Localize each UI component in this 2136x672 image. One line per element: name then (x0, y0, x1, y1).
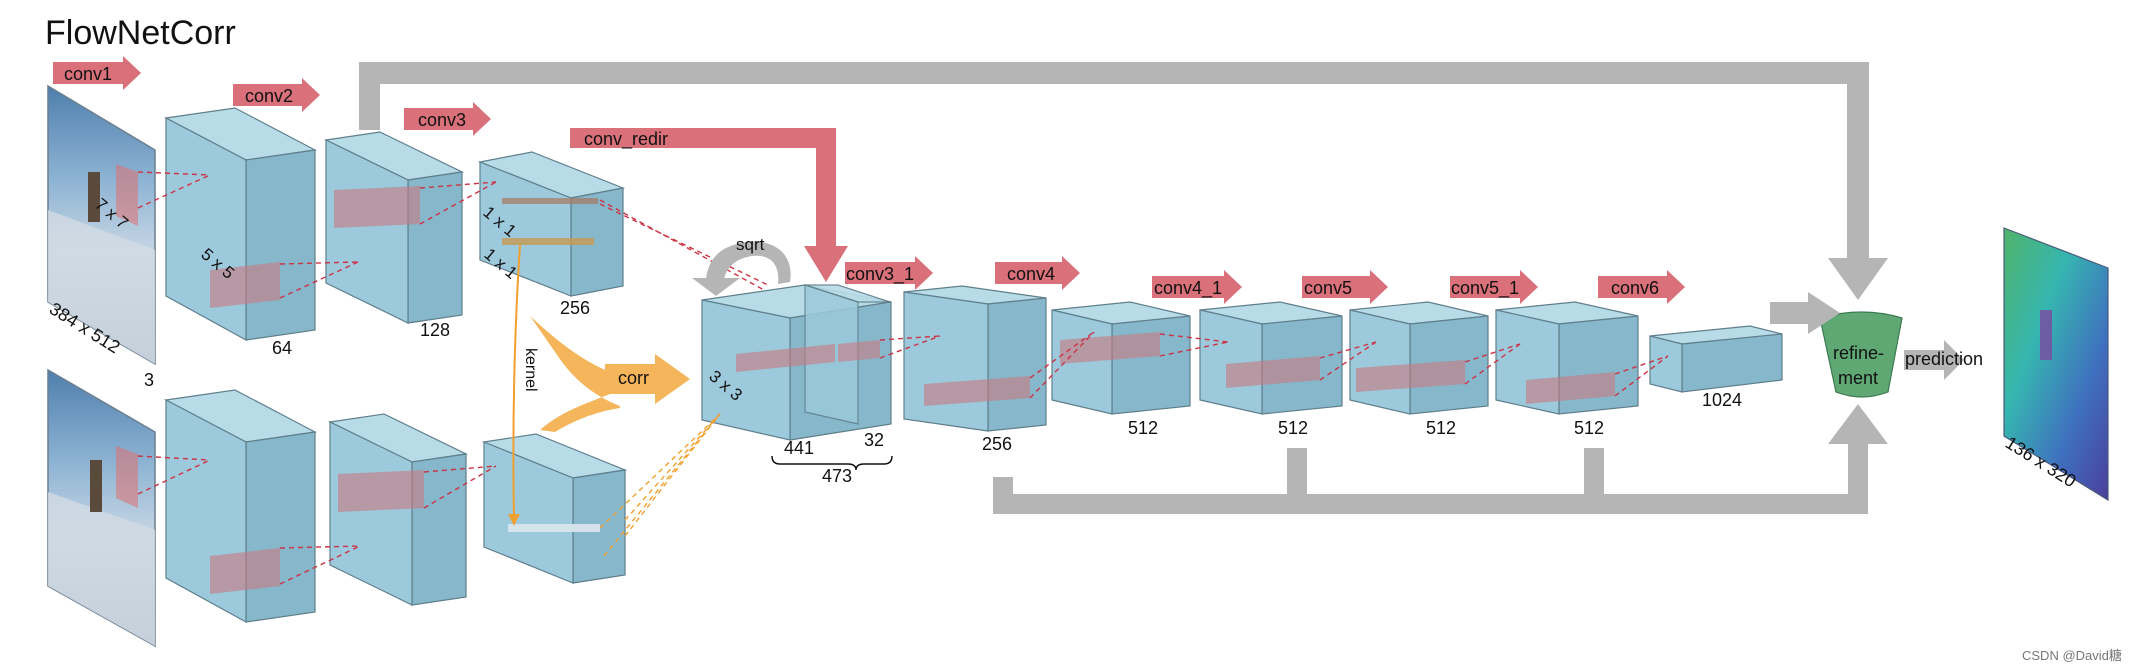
conv4-label: conv4 (1007, 264, 1055, 284)
depth-1024: 1024 (1702, 390, 1742, 410)
depth-512-c: 512 (1426, 418, 1456, 438)
refinement-module (1770, 292, 1964, 398)
conv2-label: conv2 (245, 86, 293, 106)
sqrt-arrow (692, 241, 791, 296)
input-image-top (47, 84, 156, 366)
conv1-label: conv1 (64, 64, 112, 84)
conv2-block-top (323, 131, 465, 324)
output-flow-image (2003, 227, 2109, 502)
depth-512-a: 512 (1128, 418, 1158, 438)
depth-32: 32 (864, 430, 884, 450)
skip-connection-bottom (993, 404, 1888, 514)
corr-arrow (530, 316, 690, 432)
conv-arrows (53, 56, 1685, 304)
receptive-field-lines (137, 171, 1669, 585)
skip-connection-top (359, 62, 1888, 300)
conv6-block (1649, 325, 1783, 393)
conv6-label: conv6 (1611, 278, 1659, 298)
conv5-label: conv5 (1304, 278, 1352, 298)
brace-473 (771, 455, 893, 471)
depth-473: 473 (822, 466, 852, 486)
conv5-1-label: conv5_1 (1451, 278, 1519, 299)
conv4-1-label: conv4_1 (1154, 278, 1222, 299)
kernel-label: kernel (522, 348, 539, 392)
depth-512-b: 512 (1278, 418, 1308, 438)
conv1-block-top (164, 107, 317, 342)
conv3-1-block (903, 285, 1047, 432)
depth-128: 128 (420, 320, 450, 340)
depth-64: 64 (272, 338, 292, 358)
depth-256-b: 256 (982, 434, 1012, 454)
conv2-block-bottom (327, 413, 469, 606)
kernel-arrow (512, 244, 521, 519)
conv-redir-arrow (570, 128, 848, 282)
conv3-label: conv3 (418, 110, 466, 130)
input-image-bottom (47, 368, 156, 648)
corr-label: corr (618, 368, 649, 388)
kernel-arrowhead (508, 514, 520, 526)
conv3-1-label: conv3_1 (846, 264, 914, 285)
depth-441: 441 (784, 438, 814, 458)
kernel-patches (210, 186, 1615, 594)
refinement-label-2: ment (1838, 368, 1878, 388)
sqrt-label: sqrt (736, 235, 765, 254)
conv5-block (1349, 301, 1489, 415)
diagram-title: FlowNetCorr (45, 14, 236, 52)
prediction-label: prediction (1905, 349, 1983, 369)
correlation-lines (599, 413, 721, 557)
conv3-block-bottom (481, 433, 628, 584)
refinement-label-1: refine- (1833, 343, 1884, 363)
conv3-block-top (477, 151, 626, 297)
input-channels-label: 3 (144, 370, 154, 390)
depth-512-d: 512 (1574, 418, 1604, 438)
conv-redir-label: conv_redir (584, 129, 668, 150)
kernel-strip-1x1a (502, 198, 598, 204)
kernel-strip-1x1b (502, 238, 594, 245)
kernel-strip-bottom (508, 524, 600, 532)
watermark: CSDN @David糖 (2022, 648, 2122, 663)
depth-256-a: 256 (560, 298, 590, 318)
